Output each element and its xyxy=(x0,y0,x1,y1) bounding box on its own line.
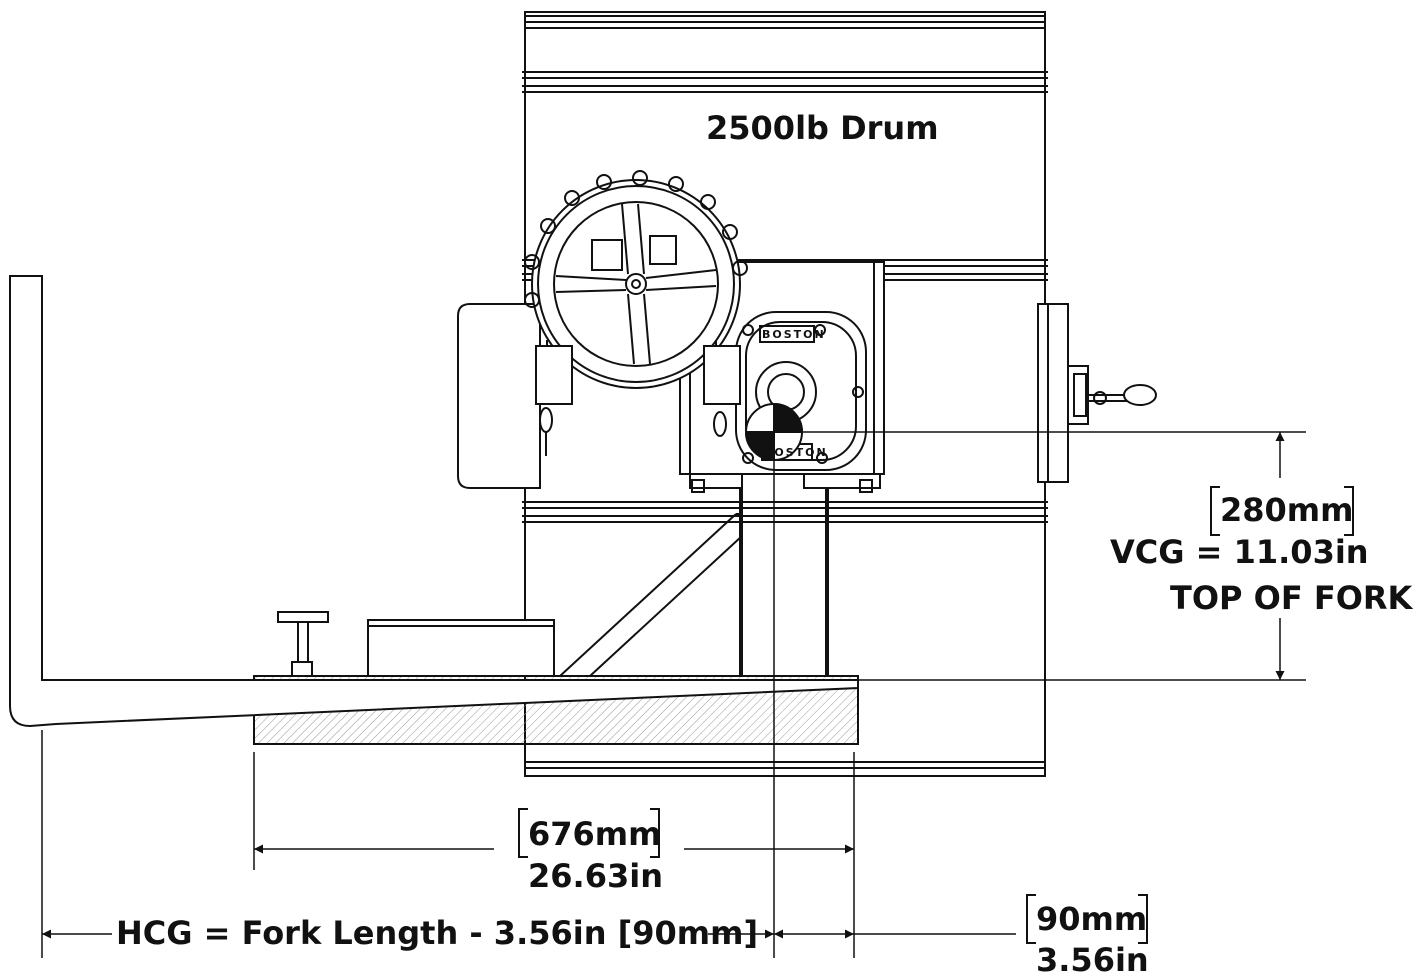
cg-reference-lines xyxy=(773,431,1306,958)
spacer-block xyxy=(367,619,555,677)
fork-metric-label: 676mm xyxy=(528,815,662,853)
fork-bracket-right xyxy=(650,808,660,858)
handwheel xyxy=(524,170,748,389)
brand-plate-top: BOSTON xyxy=(762,328,826,341)
vcg-bracket-right xyxy=(1344,486,1354,536)
vcg-bracket-left xyxy=(1210,486,1220,536)
chain-left xyxy=(535,340,573,456)
support-frame xyxy=(559,488,829,677)
hcg-formula-label: HCG = Fork Length - 3.56in [90mm] xyxy=(116,914,759,952)
offset-bracket-right xyxy=(1138,894,1148,944)
top-of-fork-label: TOP OF FORK xyxy=(1170,579,1413,617)
t-bolt xyxy=(277,611,329,677)
vcg-imperial-label: VCG = 11.03in xyxy=(1110,533,1369,571)
offset-bracket-left xyxy=(1026,894,1036,944)
drum-label: 2500lb Drum xyxy=(706,109,939,147)
forklift-fork xyxy=(9,275,859,728)
brand-plate-bottom: BOSTON xyxy=(764,446,828,459)
vcg-metric-label: 280mm xyxy=(1220,491,1354,529)
offset-metric-label: 90mm xyxy=(1036,900,1148,938)
fork-imperial-label: 26.63in xyxy=(528,857,663,895)
dimension-lines xyxy=(41,432,1285,958)
t-handle-right xyxy=(1067,365,1157,425)
offset-imperial-label: 3.56in xyxy=(1036,941,1149,979)
fork-bracket-left xyxy=(518,808,528,858)
chain-right xyxy=(703,340,741,437)
